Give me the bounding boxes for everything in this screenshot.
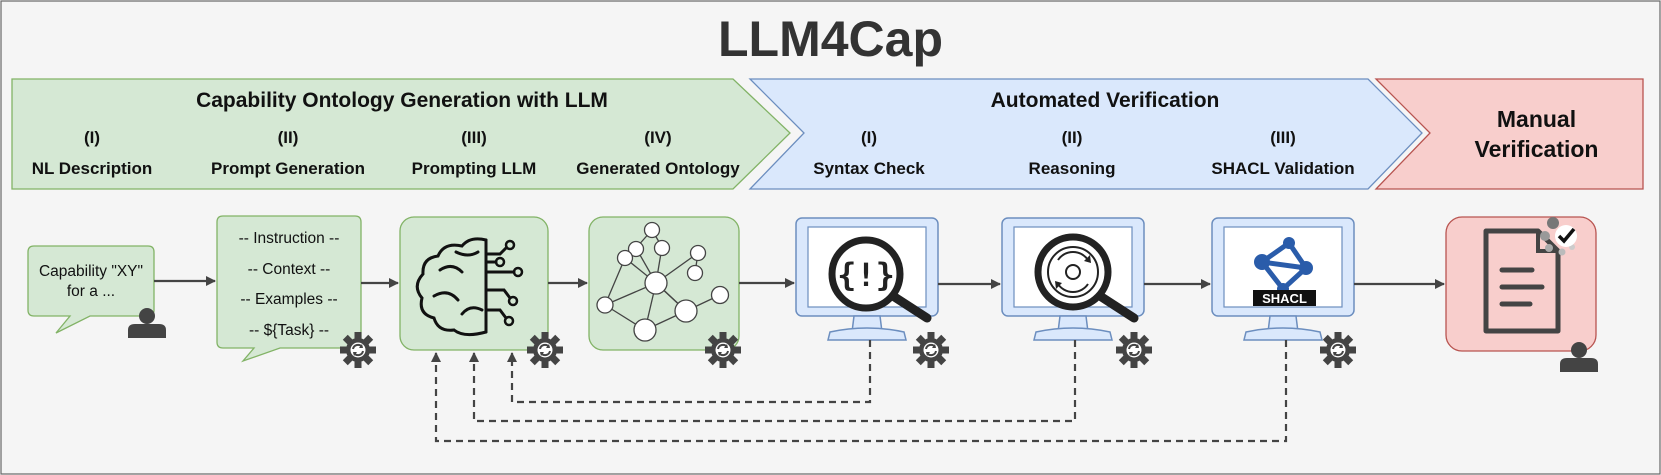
svg-text:{!}: {!} <box>837 256 895 294</box>
document-check-icon <box>1483 217 1577 334</box>
nl-description-bubble <box>27 245 155 334</box>
gear-icon-syntax <box>912 331 950 369</box>
gear-icon-llm <box>526 331 564 369</box>
prompt-line-examples: -- Examples -- <box>240 291 338 308</box>
nl-bubble-line2: for a ... <box>66 283 116 300</box>
manual-banner <box>1374 78 1644 190</box>
nl-bubble-line1: Capability "XY" <box>38 263 144 280</box>
shacl-logo-text: SHACL <box>1262 291 1307 306</box>
gear-icon-reasoning <box>1115 331 1153 369</box>
prompt-bubble <box>216 215 362 363</box>
step-num-nl: (I) <box>83 128 101 147</box>
step-label-prompt: Prompt Generation <box>211 159 365 178</box>
nl-bubble-text: Capability "XY" for a ... <box>28 262 154 302</box>
prompt-line-context: -- Context -- <box>247 260 331 278</box>
prompt-bubble-text: -- Instruction -- -- Context -- -- Examp… <box>217 224 361 346</box>
magnifier-syntax-icon: {!} <box>828 236 932 323</box>
step-num-syntax: (I) <box>860 128 878 147</box>
flow-arrows <box>154 276 1445 289</box>
generation-banner <box>11 78 791 190</box>
gear-icon-ontology <box>704 331 742 369</box>
automated-section-title: Automated Verification <box>990 89 1220 112</box>
manual-title-line1: Manual <box>1496 106 1577 132</box>
step-label-nl: NL Description <box>31 159 153 178</box>
step-num-shacl: (III) <box>1270 128 1296 147</box>
automated-banner <box>748 78 1423 190</box>
graph-icon <box>596 221 730 342</box>
manual-title-line2: Verification <box>1474 136 1599 162</box>
manual-section-title: Manual Verification <box>1430 104 1643 164</box>
llm-box <box>399 216 549 351</box>
step-num-reasoning: (II) <box>1061 128 1083 147</box>
page-title: LLM4Cap <box>718 11 943 67</box>
shacl-logo-icon: SHACL <box>1253 237 1316 306</box>
prompt-line-instruction: -- Instruction -- <box>238 230 340 247</box>
step-num-ontology: (IV) <box>644 128 672 147</box>
magnifier-reasoning-icon <box>1034 233 1139 323</box>
step-label-shacl: SHACL Validation <box>1211 159 1355 178</box>
brain-circuit-icon <box>415 237 524 337</box>
step-label-syntax: Syntax Check <box>813 159 925 178</box>
step-num-prompt: (II) <box>277 128 299 147</box>
generation-section-title: Capability Ontology Generation with LLM <box>196 89 608 112</box>
feedback-loops <box>431 340 1288 443</box>
gear-icon-shacl <box>1319 331 1357 369</box>
step-num-llm: (III) <box>461 128 487 147</box>
step-label-reasoning: Reasoning <box>1028 159 1116 178</box>
prompt-line-task: -- ${Task} -- <box>248 321 330 339</box>
step-label-ontology: Generated Ontology <box>576 159 740 178</box>
step-label-llm: Prompting LLM <box>411 159 537 178</box>
